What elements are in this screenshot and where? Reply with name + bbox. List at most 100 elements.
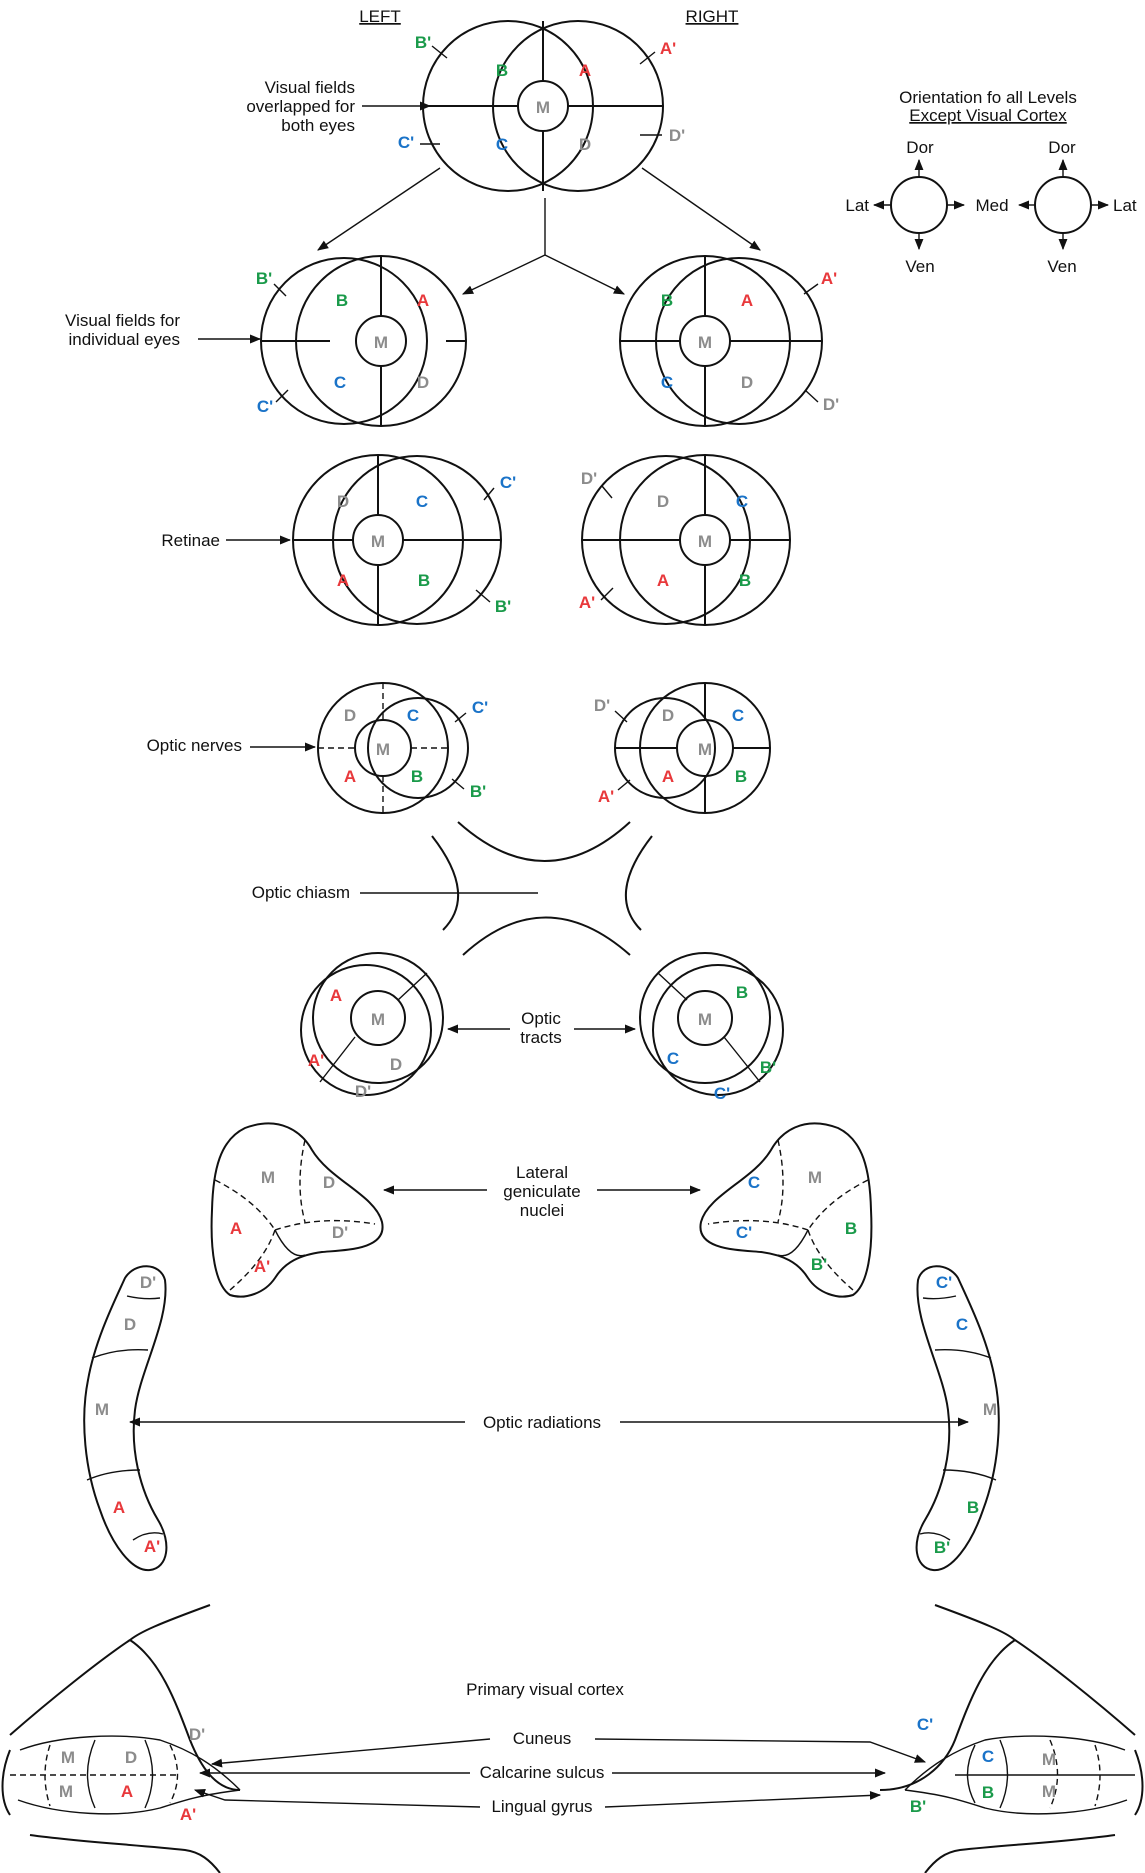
- optic-tracts-label-1: Optic: [521, 1009, 561, 1028]
- visual-fields-label-2: overlapped for: [246, 97, 355, 116]
- left-optic-radiation: [83, 1265, 168, 1572]
- field-bp-label: B': [415, 33, 431, 52]
- individual-eyes-label-1: Visual fields for: [65, 311, 180, 330]
- right-tract-c: C: [667, 1049, 679, 1068]
- right-eye-b: B: [661, 291, 673, 310]
- calcarine-label: Calcarine sulcus: [480, 1763, 605, 1782]
- left-eye-b: B: [336, 291, 348, 310]
- left-cortex-d: D: [125, 1748, 137, 1767]
- left-rad-ap: A': [144, 1537, 160, 1556]
- orient-left-dor: Dor: [906, 138, 934, 157]
- field-cp-label: C': [398, 133, 414, 152]
- individual-eyes-label-2: individual eyes: [68, 330, 180, 349]
- lgn-label-1: Lateral: [516, 1163, 568, 1182]
- right-retina-a: A: [657, 571, 669, 590]
- left-nerve-bp: B': [470, 782, 486, 801]
- left-tract-dp: D': [355, 1082, 371, 1101]
- left-rad-dp: D': [140, 1273, 156, 1292]
- left-retina-a: A: [337, 571, 349, 590]
- left-rad-d: D: [124, 1315, 136, 1334]
- right-lgn-bp: B': [811, 1255, 827, 1274]
- right-cortex-c: C: [982, 1747, 994, 1766]
- left-retina-bp: B': [495, 597, 511, 616]
- right-lgn-cp: C': [736, 1223, 752, 1242]
- right-retina-ap: A': [579, 593, 595, 612]
- left-optic-tract: [300, 952, 444, 1096]
- right-retina-d: D: [657, 492, 669, 511]
- right-eye-a: A: [741, 291, 753, 310]
- left-nerve-a: A: [344, 767, 356, 786]
- right-rad-c: C: [956, 1315, 968, 1334]
- left-lgn: [210, 1122, 384, 1298]
- left-optic-nerve: [317, 682, 469, 814]
- field-c-label: C: [496, 135, 508, 154]
- left-eye-cp: C': [257, 397, 273, 416]
- right-rad-b: B: [967, 1498, 979, 1517]
- left-cortex-a: A: [121, 1782, 133, 1801]
- right-retina: [581, 454, 791, 626]
- right-retina-b: B: [739, 571, 751, 590]
- left-eye-field: [260, 255, 467, 427]
- right-eye-m: M: [698, 333, 712, 352]
- right-tract-b: B: [736, 983, 748, 1002]
- left-retina-cp: C': [500, 473, 516, 492]
- left-cortex-ap: A': [180, 1805, 196, 1824]
- left-lgn-dp: D': [332, 1223, 348, 1242]
- lingual-label: Lingual gyrus: [491, 1797, 592, 1816]
- right-nerve-m: M: [698, 740, 712, 759]
- right-heading: RIGHT: [686, 7, 739, 26]
- left-eye-d: D: [417, 373, 429, 392]
- visual-fields-label-3: both eyes: [281, 116, 355, 135]
- left-visual-cortex: [1, 1604, 241, 1873]
- left-cortex-m-bottom: M: [59, 1782, 73, 1801]
- right-cortex-m-top: M: [1042, 1750, 1056, 1769]
- orientation-title-2: Except Visual Cortex: [909, 106, 1067, 125]
- cuneus-label: Cuneus: [513, 1729, 572, 1748]
- right-optic-radiation: [915, 1265, 1000, 1572]
- left-lgn-d: D: [323, 1173, 335, 1192]
- right-lgn-m: M: [808, 1168, 822, 1187]
- orientation-right: [1017, 158, 1110, 251]
- orient-left-ven: Ven: [905, 257, 934, 276]
- right-nerve-d: D: [662, 706, 674, 725]
- right-tract-m: M: [698, 1010, 712, 1029]
- field-ap-label: A': [660, 39, 676, 58]
- right-nerve-a: A: [662, 767, 674, 786]
- right-rad-m: M: [983, 1400, 997, 1419]
- left-lgn-m: M: [261, 1168, 275, 1187]
- right-optic-nerve: [614, 682, 771, 814]
- left-tract-d: D: [390, 1055, 402, 1074]
- left-retina: [292, 454, 502, 626]
- visual-fields-label-1: Visual fields: [265, 78, 355, 97]
- field-m-label: M: [536, 98, 550, 117]
- left-nerve-cp: C': [472, 698, 488, 717]
- right-lgn-c: C: [748, 1173, 760, 1192]
- left-rad-m: M: [95, 1400, 109, 1419]
- right-cortex-bp: B': [910, 1797, 926, 1816]
- right-nerve-dp: D': [594, 696, 610, 715]
- overlapped-visual-fields: [422, 20, 664, 192]
- left-lgn-ap: A': [254, 1257, 270, 1276]
- left-tract-m: M: [371, 1010, 385, 1029]
- field-d-label: D: [579, 135, 591, 154]
- retinae-label: Retinae: [161, 531, 220, 550]
- right-optic-tract: [639, 952, 784, 1096]
- optic-chiasm: [431, 821, 653, 956]
- left-eye-bp: B': [256, 269, 272, 288]
- right-nerve-c: C: [732, 706, 744, 725]
- optic-radiations-label: Optic radiations: [483, 1413, 601, 1432]
- left-cortex-m-top: M: [61, 1748, 75, 1767]
- left-rad-a: A: [113, 1498, 125, 1517]
- right-cortex-b: B: [982, 1783, 994, 1802]
- orient-right-dor: Dor: [1048, 138, 1076, 157]
- left-eye-m: M: [374, 333, 388, 352]
- right-tract-bp: B': [760, 1058, 776, 1077]
- right-tract-cp: C': [714, 1084, 730, 1103]
- lgn-label-2: geniculate: [503, 1182, 581, 1201]
- orientation-left: [872, 158, 966, 251]
- right-retina-dp: D': [581, 469, 597, 488]
- orient-right-ven: Ven: [1047, 257, 1076, 276]
- right-nerve-b: B: [735, 767, 747, 786]
- left-cortex-dp: D': [189, 1725, 205, 1744]
